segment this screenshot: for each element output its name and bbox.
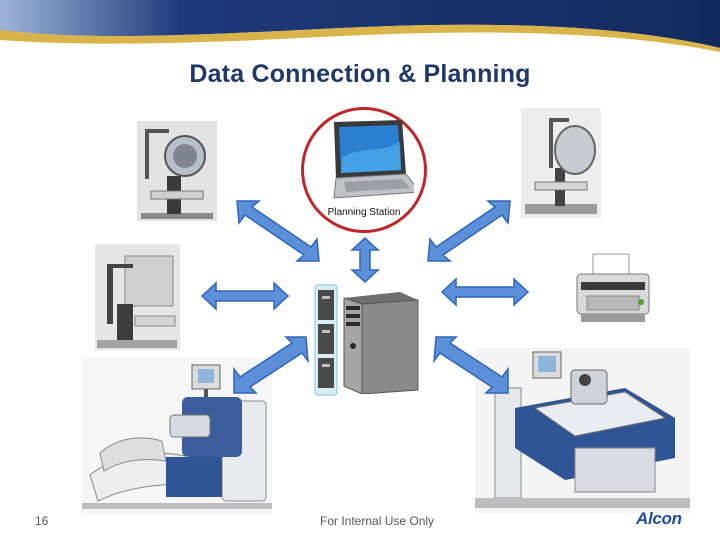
printer — [575, 252, 651, 326]
header-banner — [0, 0, 720, 52]
diagnostic-device-top-left — [137, 121, 217, 221]
femtosecond-laser-bottom-right — [475, 348, 690, 513]
arrow-top-right — [427, 200, 511, 262]
arrow-top-left — [236, 200, 320, 262]
arrow-bottom-left — [233, 336, 309, 394]
biometer-icon — [95, 244, 180, 350]
diagnostic-device-mid-left — [95, 244, 180, 350]
alcon-logo: Alcon — [636, 509, 682, 528]
planning-station-label: Planning Station — [327, 207, 401, 218]
footer-confidentiality-text: For Internal Use Only — [320, 514, 435, 528]
storage-drives-icon — [314, 284, 338, 396]
laptop-icon — [333, 120, 414, 199]
arrow-bottom-right — [433, 336, 509, 394]
arrow-mid-left — [200, 281, 290, 311]
arrow-mid-right — [440, 277, 530, 307]
femtosecond-laser-icon — [475, 348, 690, 513]
wavefront-aberrometer-icon — [137, 121, 217, 221]
page-number: 16 — [35, 514, 49, 528]
slide-title: Data Connection & Planning — [189, 60, 531, 88]
arrow-to-planning-station — [350, 236, 380, 284]
diagnostic-device-top-right — [521, 108, 601, 218]
topographer-icon — [521, 108, 601, 218]
printer-icon — [576, 253, 650, 322]
excimer-laser-icon — [82, 357, 272, 515]
excimer-laser-bottom-left — [82, 357, 272, 515]
server-tower-icon — [343, 292, 419, 394]
planning-station: Planning Station — [301, 107, 427, 233]
